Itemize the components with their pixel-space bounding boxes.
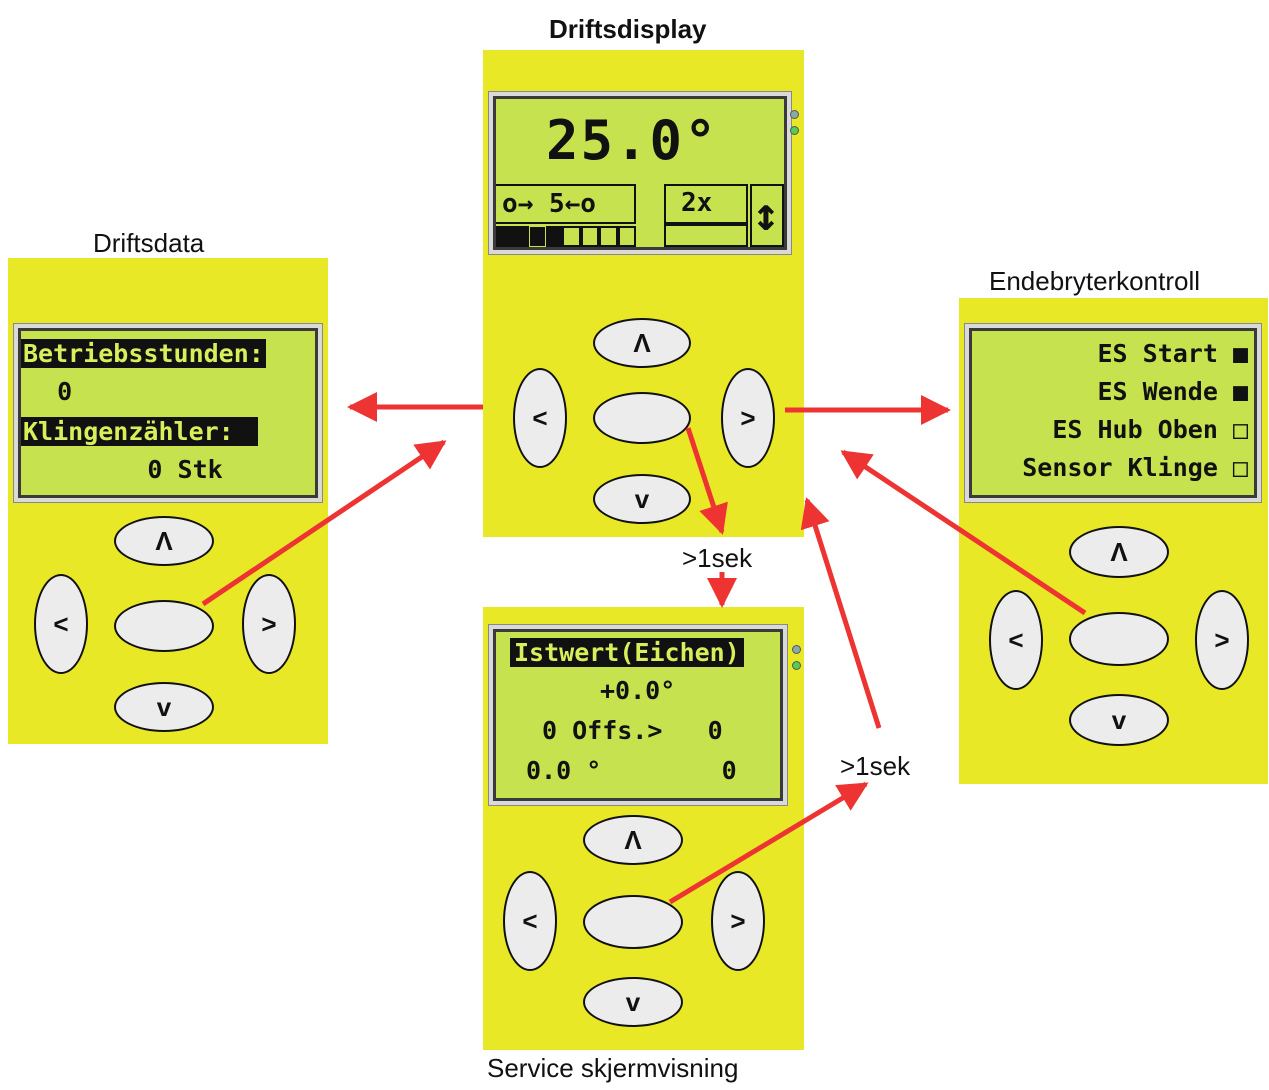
up-button[interactable]: Λ <box>114 516 214 566</box>
hours-value: 0 <box>27 377 73 406</box>
blade-count-label: Klingenzähler: <box>21 417 258 446</box>
down-button[interactable]: v <box>593 474 691 524</box>
right-button[interactable]: > <box>721 368 775 468</box>
timing-label-right: >1sek <box>840 751 911 781</box>
clamp-indicator: o→ 5←o <box>502 189 596 219</box>
timing-label-center: >1sek <box>682 543 753 573</box>
driftsdisplay-screen: 25.0° o→ 5←o 2x ↕ <box>493 96 787 250</box>
clamp-box <box>496 184 636 224</box>
title-driftsdisplay: Driftsdisplay <box>549 14 707 44</box>
up-button[interactable]: Λ <box>1069 526 1169 578</box>
progress-seg <box>496 226 513 247</box>
down-button[interactable]: v <box>1069 694 1169 746</box>
ok-button[interactable] <box>593 392 691 444</box>
endebryter-panel: ES Start ■ ES Wende ■ ES Hub Oben □ Sens… <box>959 298 1268 784</box>
progress-seg <box>617 226 636 247</box>
progress-seg <box>599 226 618 247</box>
ok-button[interactable] <box>1069 612 1169 666</box>
down-button[interactable]: v <box>114 682 214 732</box>
title-endebryterkontroll: Endebryterkontroll <box>989 266 1200 296</box>
status-led <box>790 110 799 119</box>
progress-bar <box>496 226 636 247</box>
status-led <box>792 645 801 654</box>
service-screen: Istwert(Eichen) +0.0° 0 Offs.> 0 0.0 ° 0 <box>493 629 783 801</box>
progress-seg <box>529 226 546 247</box>
driftsdisplay-panel: 25.0° o→ 5←o 2x ↕ Λ < > v <box>483 50 804 537</box>
status-led <box>790 126 799 135</box>
driftsdata-screen: Betriebsstunden: 0 Klingenzähler: 0 Stk <box>18 328 318 498</box>
up-button[interactable]: Λ <box>593 318 691 368</box>
limit-switch-start: ES Start ■ <box>1097 339 1248 368</box>
service-title: Istwert(Eichen) <box>510 638 744 667</box>
left-button[interactable]: < <box>503 871 557 971</box>
up-button[interactable]: Λ <box>583 815 683 865</box>
left-button[interactable]: < <box>513 368 567 468</box>
updown-icon: ↕ <box>752 187 780 241</box>
ok-button[interactable] <box>114 600 214 652</box>
mult-box <box>664 184 748 224</box>
progress-seg <box>545 226 562 247</box>
limit-switch-lift-top: ES Hub Oben □ <box>1052 415 1248 444</box>
progress-seg <box>580 226 599 247</box>
updown-box <box>750 184 784 247</box>
offset-row: 0 Offs.> 0 <box>542 716 723 745</box>
arrow-return-to-driftsdisplay <box>800 497 882 729</box>
right-button[interactable]: > <box>242 574 296 674</box>
right-button[interactable]: > <box>1195 590 1249 690</box>
progress-seg <box>512 226 529 247</box>
left-button[interactable]: < <box>34 574 88 674</box>
left-button[interactable]: < <box>989 590 1043 690</box>
blade-count-value: 0 Stk <box>27 455 223 484</box>
status-led <box>792 661 801 670</box>
title-driftsdata: Driftsdata <box>93 228 205 258</box>
mult-bar <box>664 224 748 247</box>
multiplier: 2x <box>681 188 713 218</box>
blade-sensor: Sensor Klinge □ <box>1022 453 1248 482</box>
endebryter-screen: ES Start ■ ES Wende ■ ES Hub Oben □ Sens… <box>969 328 1257 498</box>
raw-value-row: 0.0 ° 0 <box>526 756 737 785</box>
progress-seg <box>562 226 581 247</box>
angle-readout: 25.0° <box>546 109 719 172</box>
limit-switch-turn: ES Wende ■ <box>1097 377 1248 406</box>
title-service: Service skjermvisning <box>487 1053 739 1083</box>
hours-label: Betriebsstunden: <box>21 339 266 368</box>
actual-value: +0.0° <box>600 676 676 705</box>
right-button[interactable]: > <box>711 871 765 971</box>
driftsdata-panel: Betriebsstunden: 0 Klingenzähler: 0 Stk … <box>8 258 328 744</box>
service-panel: Istwert(Eichen) +0.0° 0 Offs.> 0 0.0 ° 0… <box>483 607 804 1050</box>
ok-button[interactable] <box>583 895 683 949</box>
down-button[interactable]: v <box>583 977 683 1027</box>
